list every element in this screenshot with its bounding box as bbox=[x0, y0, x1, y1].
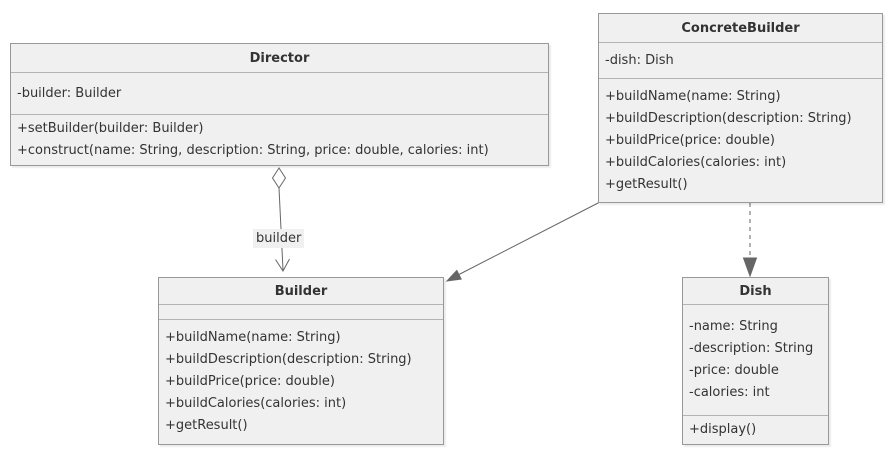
class-dish[interactable]: Dish -name: String -description: String -p… bbox=[682, 277, 829, 445]
hollow-aggregation-diamond-icon bbox=[271, 167, 287, 189]
filled-arrowhead-icon bbox=[445, 269, 462, 282]
method-row: +buildPrice(price: double) bbox=[165, 374, 335, 389]
class-dish-title: Dish bbox=[683, 278, 828, 305]
class-builder-attributes bbox=[159, 305, 443, 320]
method-row: +buildDescription(description: String) bbox=[165, 352, 412, 367]
class-builder[interactable]: Builder +buildName(name: String) +buildDe… bbox=[158, 277, 444, 445]
attribute-row: -name: String bbox=[689, 319, 778, 334]
class-concrete-builder-title: ConcreteBuilder bbox=[599, 14, 882, 43]
class-director-title: Director bbox=[11, 44, 548, 73]
method-row: +buildDescription(description: String) bbox=[605, 110, 852, 126]
class-concrete-builder[interactable]: ConcreteBuilder -dish: Dish +buildName(n… bbox=[598, 13, 883, 203]
class-dish-attributes: -name: String -description: String -price:… bbox=[683, 305, 828, 416]
association-line[interactable] bbox=[457, 201, 601, 276]
attribute-row: -builder: Builder bbox=[17, 85, 122, 101]
connector-director-builder[interactable] bbox=[271, 167, 290, 272]
class-builder-title: Builder bbox=[159, 278, 443, 305]
method-row: +buildCalories(calories: int) bbox=[165, 396, 347, 411]
method-row: +buildName(name: String) bbox=[605, 88, 781, 104]
method-row: +getResult() bbox=[165, 418, 248, 433]
class-director[interactable]: Director -builder: Builder +setBuilder(b… bbox=[10, 43, 549, 166]
method-row: +buildName(name: String) bbox=[165, 330, 341, 345]
connector-concretebuilder-dish[interactable] bbox=[742, 203, 758, 278]
method-row: +buildCalories(calories: int) bbox=[605, 154, 787, 170]
method-row: +getResult() bbox=[605, 176, 688, 192]
edge-label-builder: builder bbox=[253, 229, 305, 248]
method-row: +setBuilder(builder: Builder) bbox=[17, 121, 204, 136]
filled-arrowhead-icon bbox=[742, 257, 758, 278]
class-concrete-builder-attributes: -dish: Dish bbox=[599, 43, 882, 79]
open-arrowhead-icon bbox=[275, 258, 290, 272]
attribute-row: -dish: Dish bbox=[605, 52, 674, 68]
class-dish-methods: +display() bbox=[683, 416, 828, 444]
attribute-row: -price: double bbox=[689, 363, 779, 378]
method-row: +display() bbox=[689, 422, 757, 437]
method-row: +buildPrice(price: double) bbox=[605, 132, 775, 148]
class-concrete-builder-methods: +buildName(name: String) +buildDescriptio… bbox=[599, 79, 882, 202]
class-builder-methods: +buildName(name: String) +buildDescriptio… bbox=[159, 320, 443, 444]
method-row: +construct(name: String, description: St… bbox=[17, 143, 489, 158]
attribute-row: -description: String bbox=[689, 341, 814, 356]
attribute-row: -calories: int bbox=[689, 385, 770, 400]
class-director-attributes: -builder: Builder bbox=[11, 73, 548, 115]
connector-concretebuilder-builder[interactable] bbox=[445, 201, 601, 282]
class-director-methods: +setBuilder(builder: Builder) +construct(… bbox=[11, 115, 548, 165]
